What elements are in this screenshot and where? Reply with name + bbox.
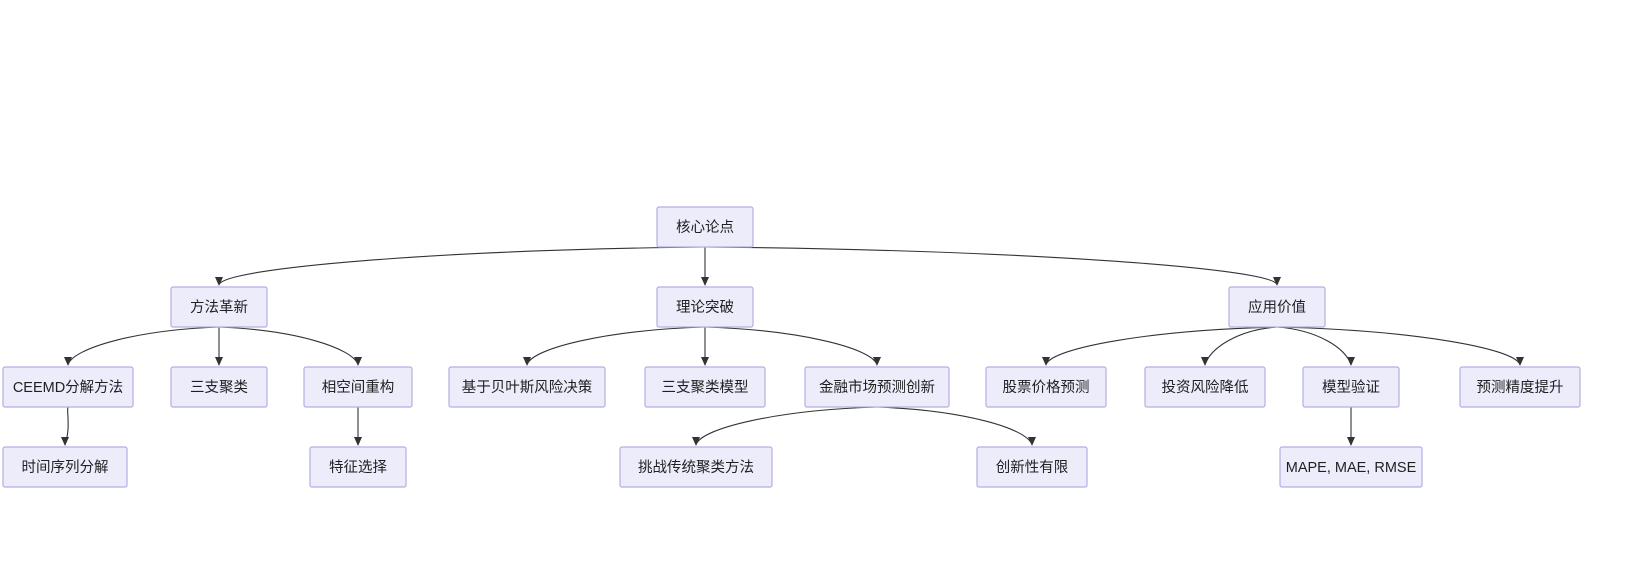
arrowhead-l2i-to-l3e — [1347, 437, 1355, 446]
edges-layer — [61, 246, 1524, 446]
node-box-l3a[interactable] — [2, 446, 128, 488]
arrowhead-root-to-l1b — [701, 277, 709, 286]
node-label-l3c: 挑战传统聚类方法 — [638, 459, 754, 476]
node-box-l3e[interactable] — [1279, 446, 1423, 488]
arrowhead-l1c-to-l2h — [1201, 357, 1209, 366]
node-label-l3e: MAPE, MAE, RMSE — [1286, 460, 1417, 476]
node-l2j[interactable]: 预测精度提升 — [1459, 366, 1581, 408]
node-label-l3b: 特征选择 — [329, 459, 387, 476]
node-box-l2e[interactable] — [644, 366, 766, 408]
node-l1a[interactable]: 方法革新 — [170, 286, 268, 328]
arrowhead-l2f-to-l3c — [692, 437, 700, 446]
node-box-l1a[interactable] — [170, 286, 268, 328]
arrowhead-root-to-l1a — [215, 277, 223, 286]
edge-l2f-to-l3d — [876, 406, 1033, 445]
node-label-l2e: 三支聚类模型 — [662, 379, 749, 396]
node-box-l2f[interactable] — [804, 366, 950, 408]
arrowhead-l1c-to-l2g — [1042, 357, 1050, 366]
node-box-root[interactable] — [656, 206, 754, 248]
edge-root-to-l1c — [704, 246, 1278, 285]
node-box-l2i[interactable] — [1302, 366, 1400, 408]
node-l2f[interactable]: 金融市场预测创新 — [804, 366, 950, 408]
arrowhead-l1c-to-l2j — [1516, 357, 1524, 366]
node-box-l2d[interactable] — [448, 366, 606, 408]
node-label-l2j: 预测精度提升 — [1477, 379, 1564, 396]
node-box-l1b[interactable] — [656, 286, 754, 328]
arrowhead-l2f-to-l3d — [1028, 437, 1036, 446]
edge-l1a-to-l2c — [218, 326, 359, 365]
node-label-l1b: 理论突破 — [676, 299, 734, 316]
node-l2b[interactable]: 三支聚类 — [170, 366, 268, 408]
edge-l1b-to-l2d — [526, 326, 706, 365]
node-l3c[interactable]: 挑战传统聚类方法 — [619, 446, 773, 488]
node-label-l1c: 应用价值 — [1248, 298, 1306, 316]
node-label-l2i: 模型验证 — [1322, 379, 1380, 396]
node-label-l2b: 三支聚类 — [190, 379, 248, 396]
arrowhead-l1c-to-l2i — [1347, 357, 1355, 366]
edge-l1c-to-l2i — [1276, 326, 1352, 365]
node-box-l3d[interactable] — [976, 446, 1088, 488]
node-label-l2c: 相空间重构 — [322, 379, 395, 396]
node-box-l2g[interactable] — [985, 366, 1107, 408]
node-label-l2g: 股票价格预测 — [1003, 379, 1090, 396]
arrowhead-l1a-to-l2c — [354, 357, 362, 366]
node-box-l3b[interactable] — [309, 446, 407, 488]
node-box-l2a[interactable] — [2, 366, 134, 408]
node-root[interactable]: 核心论点 — [656, 206, 754, 248]
node-l1c[interactable]: 应用价值 — [1228, 286, 1326, 328]
node-l2i[interactable]: 模型验证 — [1302, 366, 1400, 408]
arrowhead-l1b-to-l2f — [873, 357, 881, 366]
node-label-root: 核心论点 — [676, 219, 734, 236]
node-l3b[interactable]: 特征选择 — [309, 446, 407, 488]
node-box-l1c[interactable] — [1228, 286, 1326, 328]
node-l1b[interactable]: 理论突破 — [656, 286, 754, 328]
node-box-l2j[interactable] — [1459, 366, 1581, 408]
node-l2c[interactable]: 相空间重构 — [303, 366, 413, 408]
node-label-l1a: 方法革新 — [190, 299, 248, 316]
node-label-l3d: 创新性有限 — [996, 459, 1069, 476]
arrowhead-l1b-to-l2e — [701, 357, 709, 366]
node-box-l2h[interactable] — [1144, 366, 1266, 408]
arrowhead-l1a-to-l2a — [64, 357, 72, 366]
node-l2a[interactable]: CEEMD分解方法 — [2, 366, 134, 408]
arrowhead-root-to-l1c — [1273, 277, 1281, 286]
node-l2h[interactable]: 投资风险降低 — [1144, 366, 1266, 408]
node-label-l2h: 投资风险降低 — [1162, 379, 1249, 396]
node-label-l2f: 金融市场预测创新 — [819, 379, 935, 396]
node-label-l2d: 基于贝叶斯风险决策 — [462, 379, 593, 396]
node-box-l3c[interactable] — [619, 446, 773, 488]
edge-l1c-to-l2g — [1045, 326, 1278, 365]
edge-l1c-to-l2h — [1204, 326, 1278, 365]
node-box-l2c[interactable] — [303, 366, 413, 408]
node-l3a[interactable]: 时间序列分解 — [2, 446, 128, 488]
node-l3d[interactable]: 创新性有限 — [976, 446, 1088, 488]
edge-l1c-to-l2j — [1276, 326, 1521, 365]
edge-l2f-to-l3c — [695, 406, 878, 445]
edge-l1a-to-l2a — [67, 326, 220, 365]
edge-root-to-l1a — [218, 246, 706, 285]
arrowhead-l2c-to-l3b — [354, 437, 362, 446]
node-l2d[interactable]: 基于贝叶斯风险决策 — [448, 366, 606, 408]
node-box-l2b[interactable] — [170, 366, 268, 408]
node-l2e[interactable]: 三支聚类模型 — [644, 366, 766, 408]
node-l2g[interactable]: 股票价格预测 — [985, 366, 1107, 408]
arrowhead-l1a-to-l2b — [215, 357, 223, 366]
edge-l1b-to-l2f — [704, 326, 878, 365]
node-label-l3a: 时间序列分解 — [22, 459, 109, 476]
arrowhead-l2a-to-l3a — [61, 437, 69, 446]
node-label-l2a: CEEMD分解方法 — [13, 379, 123, 396]
node-l3e[interactable]: MAPE, MAE, RMSE — [1279, 446, 1423, 488]
arrowhead-l1b-to-l2d — [523, 357, 531, 366]
